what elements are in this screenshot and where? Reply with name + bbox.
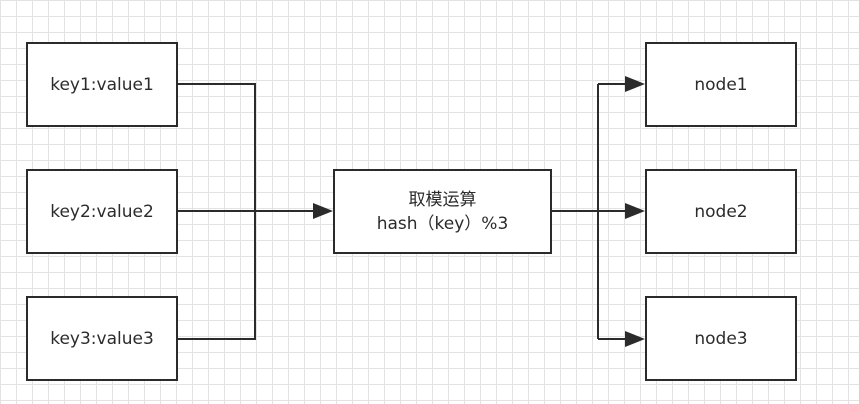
connector-key1 [177,83,256,211]
output-label: node2 [694,201,748,222]
output-label: node1 [694,74,748,95]
input-label: key3:value3 [50,328,154,349]
arrowhead-to-node3 [625,331,645,347]
arrowhead-to-processor [313,203,333,219]
arrowhead-to-node2 [625,203,645,219]
arrowhead-to-node1 [625,76,645,92]
input-box-key1: key1:value1 [26,42,178,127]
input-box-key3: key3:value3 [26,296,178,381]
processor-title: 取模运算 [408,189,477,210]
output-label: node3 [694,328,748,349]
connector-key3 [177,211,256,340]
output-box-node1: node1 [645,42,797,127]
output-box-node3: node3 [645,296,797,381]
processor-box: 取模运算 hash（key）%3 [333,169,552,254]
input-label: key2:value2 [50,201,154,222]
processor-formula: hash（key）%3 [376,213,509,234]
input-box-key2: key2:value2 [26,169,178,254]
output-box-node2: node2 [645,169,797,254]
input-label: key1:value1 [50,74,154,95]
